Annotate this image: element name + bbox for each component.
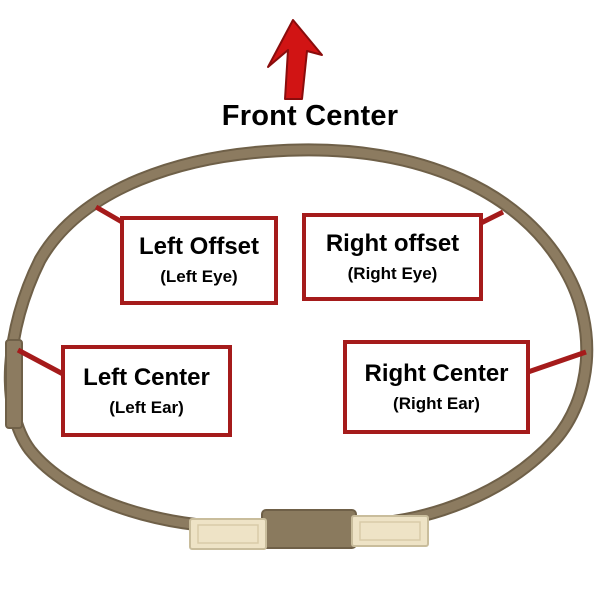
right-center-label: Right Center (364, 359, 509, 387)
right-center-sublabel: (Right Ear) (393, 393, 480, 413)
right-offset-sublabel: (Right Eye) (347, 263, 438, 283)
up-arrow-icon (267, 19, 323, 100)
leader-left-center (16, 347, 65, 377)
leader-right-offset (479, 209, 505, 226)
left-center-label-box: Left Center (Left Ear) (61, 345, 232, 437)
right-center-label-box: Right Center (Right Ear) (343, 340, 530, 434)
buckle-tab-left-inner (197, 524, 259, 544)
left-offset-label-box: Left Offset (Left Eye) (120, 216, 278, 305)
buckle-tab-right-inner (359, 521, 421, 541)
left-offset-sublabel: (Left Eye) (160, 267, 238, 286)
left-center-sublabel: (Left Ear) (109, 397, 184, 417)
left-center-label: Left Center (83, 363, 210, 391)
buckle-strap (261, 509, 357, 549)
right-offset-label: Right offset (325, 229, 460, 257)
leader-right-center (527, 349, 587, 375)
buckle-tab-left (189, 518, 267, 550)
buckle-tab-right (351, 515, 429, 547)
left-patch (5, 339, 23, 429)
left-offset-label: Left Offset (139, 233, 259, 260)
leader-left-offset (94, 204, 124, 225)
right-offset-label-box: Right offset (Right Eye) (302, 213, 483, 301)
front-center-title: Front Center (221, 100, 399, 132)
